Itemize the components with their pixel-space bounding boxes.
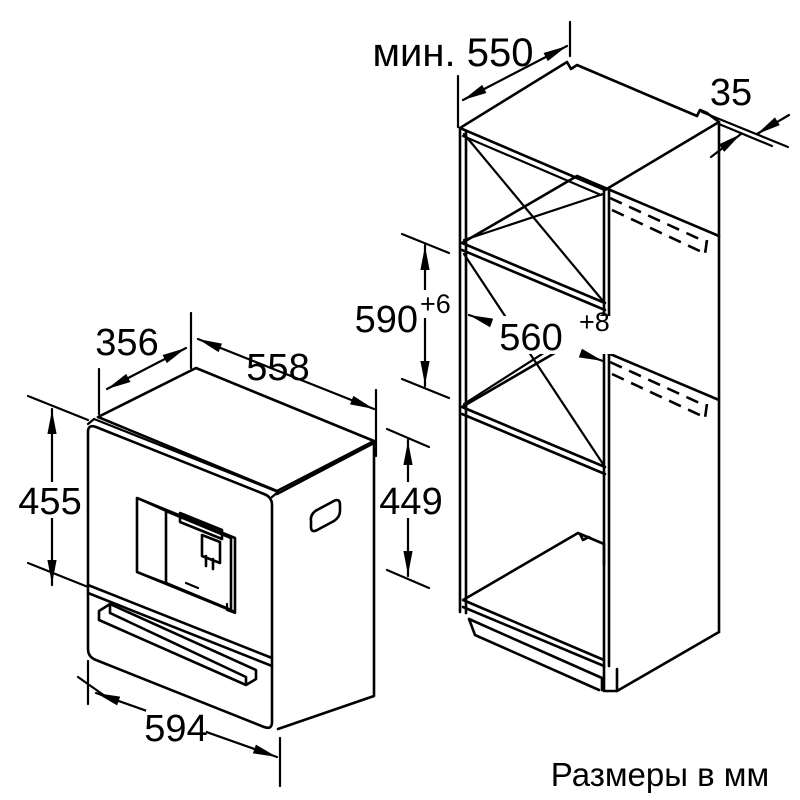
dim-rear-clearance-ext (700, 110, 790, 149)
appliance-drawing (86, 366, 376, 731)
cabinet-top-face (458, 60, 721, 192)
dimension-labels: мин. 550 35 590 +6 560 +8 356 558 455 44… (18, 31, 769, 793)
label-front-width: 594 (144, 708, 207, 750)
lower-shelf (460, 338, 721, 476)
label-min-depth: мин. 550 (373, 31, 534, 75)
coffee-spout (178, 511, 224, 571)
appliance-top-face (96, 366, 376, 493)
label-rear-clearance: 35 (710, 72, 752, 114)
units-note: Размеры в мм (551, 756, 769, 793)
dispenser-recess-back-wall (164, 509, 233, 612)
label-niche-width: 560 (499, 317, 562, 359)
dim-niche-height-ticks (400, 232, 451, 400)
dispenser-recess-corners (135, 496, 237, 615)
upper-compartment-x (462, 132, 605, 303)
upper-shelf (460, 174, 721, 312)
cabinet-drawing (458, 60, 721, 693)
side-grip-recess (309, 498, 342, 533)
dim-body-width-line (196, 337, 376, 411)
upper-shelf-hidden-edges (609, 196, 709, 255)
label-niche-width-tolerance: +8 (579, 307, 610, 337)
cabinet-floor (461, 531, 606, 668)
cabinet-right-panel-edge (602, 187, 611, 669)
cabinet-left-panel-edge (458, 126, 468, 615)
lower-shelf-hidden-edges (609, 360, 709, 419)
dim-top-depth-ticks (97, 311, 193, 416)
label-niche-height: 590 (355, 299, 418, 341)
label-top-depth: 356 (95, 322, 158, 364)
label-front-height: 455 (18, 481, 81, 523)
dim-body-height-ticks (385, 427, 431, 590)
cabinet-plinth (467, 617, 604, 692)
dim-min-depth-ticks (456, 20, 572, 129)
label-niche-height-tolerance: +6 (420, 289, 451, 319)
drawer-handle (97, 602, 258, 687)
cabinet-bottom-right (602, 630, 721, 693)
niche-compartment-x (462, 252, 605, 466)
appliance-right-side (275, 441, 376, 731)
dim-front-height-ticks (26, 394, 90, 589)
drawer-division (86, 583, 274, 668)
label-backgrounds (24, 290, 614, 746)
cabinet-top-front-inner-edge (461, 134, 603, 197)
cabinet-floor-vent-notch (578, 532, 591, 542)
label-body-height: 449 (379, 481, 442, 523)
appliance-frame-rim (86, 417, 280, 499)
appliance-front-frame (86, 424, 274, 730)
label-body-width: 558 (246, 347, 309, 389)
